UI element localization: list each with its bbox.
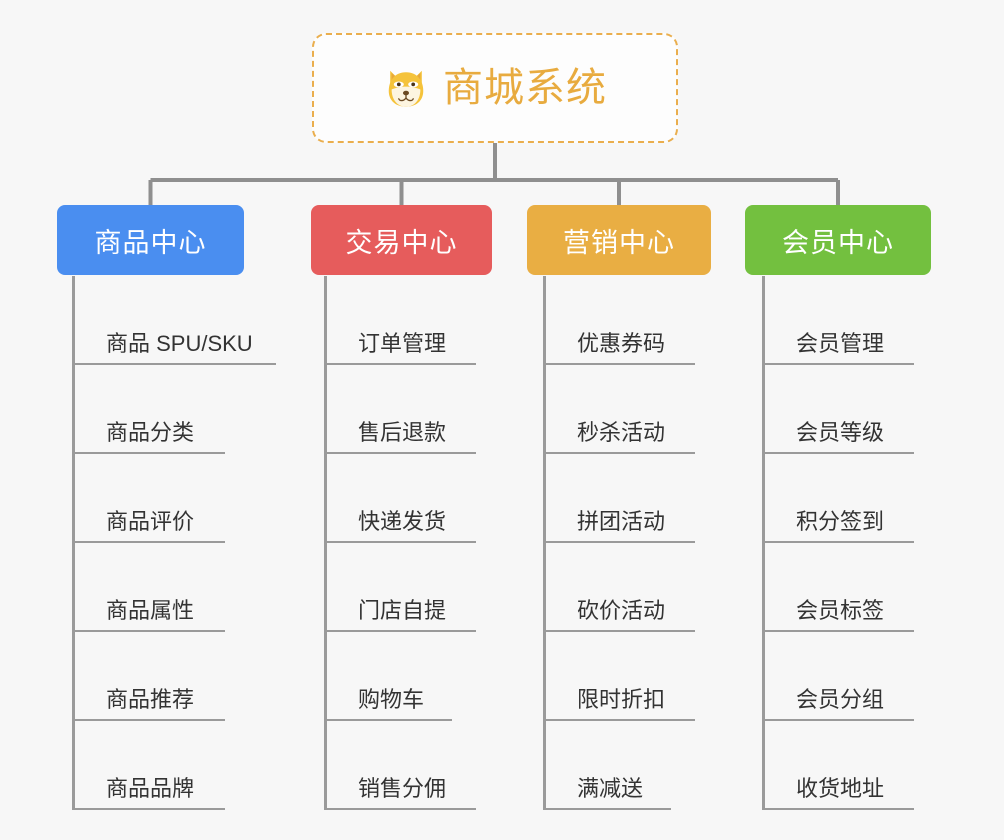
leaf-item[interactable]: 会员分组 [762,632,934,721]
leaf-spine [762,276,765,810]
leaf-item-label: 会员分组 [796,687,885,712]
leaf-item-underline [324,541,476,543]
leaf-item-label: 积分签到 [796,509,885,534]
leaf-item-label: 商品分类 [106,420,195,445]
category-label: 交易中心 [345,227,458,258]
leaf-item-label: 门店自提 [358,598,447,623]
leaf-item[interactable]: 订单管理 [324,276,496,365]
leaf-item[interactable]: 会员标签 [762,543,934,632]
category-box-2[interactable]: 交易中心 [311,205,492,275]
leaf-item-underline [762,630,914,632]
leaf-item-label: 售后退款 [358,420,447,445]
leaf-item-underline [543,541,695,543]
leaf-item-label: 快递发货 [358,509,447,534]
leaf-item-label: 会员等级 [796,420,885,445]
leaf-item-underline [72,808,225,810]
leaf-item[interactable]: 商品评价 [72,454,245,543]
category-label: 商品中心 [94,227,207,258]
leaf-item[interactable]: 砍价活动 [543,543,715,632]
category-box-1[interactable]: 商品中心 [57,205,244,275]
leaf-item[interactable]: 积分签到 [762,454,934,543]
leaf-item-label: 订单管理 [358,331,447,356]
root-node[interactable]: 商城系统 [312,33,678,143]
leaf-item-underline [762,541,914,543]
leaf-item-underline [72,452,225,454]
leaf-item-label: 购物车 [358,687,425,712]
leaf-item[interactable]: 满减送 [543,721,691,810]
leaf-item-underline [762,452,914,454]
leaf-item[interactable]: 商品推荐 [72,632,245,721]
leaf-item-underline [324,630,476,632]
leaf-spine [543,276,546,810]
leaf-item-underline [72,363,276,365]
leaf-item[interactable]: 会员等级 [762,365,934,454]
leaf-item-underline [324,363,476,365]
category-label: 会员中心 [782,227,894,258]
leaf-item-label: 拼团活动 [577,509,666,534]
leaf-item[interactable]: 商品 SPU/SKU [72,276,296,365]
leaf-item[interactable]: 优惠券码 [543,276,715,365]
leaf-item-label: 商品属性 [106,598,195,623]
leaf-item-label: 商品 SPU/SKU [106,331,253,356]
leaf-item-label: 优惠券码 [577,331,666,356]
leaf-column-1: 商品 SPU/SKU 商品分类商品评价商品属性商品推荐商品品牌 [72,276,336,810]
leaf-column-2: 订单管理售后退款快递发货门店自提购物车销售分佣 [324,276,536,810]
category-box-4[interactable]: 会员中心 [745,205,931,275]
leaf-item[interactable]: 拼团活动 [543,454,715,543]
leaf-spine [324,276,327,810]
leaf-item-underline [543,452,695,454]
leaf-item-label: 满减送 [577,776,644,801]
leaf-column-3: 优惠券码秒杀活动拼团活动砍价活动限时折扣满减送 [543,276,755,810]
leaf-item-underline [324,719,452,721]
leaf-item-label: 会员标签 [796,598,885,623]
leaf-item[interactable]: 商品分类 [72,365,245,454]
leaf-item-underline [762,808,914,810]
leaf-item-label: 秒杀活动 [577,420,666,445]
category-label: 营销中心 [563,227,675,258]
leaf-item[interactable]: 商品属性 [72,543,245,632]
leaf-item-label: 砍价活动 [577,598,666,623]
leaf-item-underline [543,363,695,365]
category-box-3[interactable]: 营销中心 [527,205,711,275]
leaf-item[interactable]: 购物车 [324,632,472,721]
leaf-item[interactable]: 售后退款 [324,365,496,454]
leaf-item[interactable]: 门店自提 [324,543,496,632]
leaf-item[interactable]: 快递发货 [324,454,496,543]
leaf-item-underline [72,541,225,543]
leaf-item-underline [543,719,695,721]
leaf-item-underline [72,630,225,632]
leaf-item-underline [543,630,695,632]
leaf-item-underline [324,452,476,454]
leaf-item[interactable]: 限时折扣 [543,632,715,721]
leaf-item[interactable]: 收货地址 [762,721,934,810]
leaf-item-label: 会员管理 [796,331,885,356]
shiba-dog-emoji-icon [388,70,424,107]
leaf-item[interactable]: 销售分佣 [324,721,496,810]
leaf-item-underline [762,719,914,721]
leaf-item-label: 商品推荐 [106,687,195,712]
leaf-item-underline [543,808,671,810]
leaf-item[interactable]: 商品品牌 [72,721,245,810]
leaf-column-4: 会员管理会员等级积分签到会员标签会员分组收货地址 [762,276,974,810]
leaf-item[interactable]: 会员管理 [762,276,934,365]
leaf-item-label: 商品品牌 [106,776,195,801]
leaf-item-label: 商品评价 [106,509,195,534]
leaf-item-underline [72,719,225,721]
leaf-spine [72,276,75,810]
leaf-item[interactable]: 秒杀活动 [543,365,715,454]
leaf-item-underline [762,363,914,365]
leaf-item-label: 限时折扣 [577,687,666,712]
leaf-item-underline [324,808,476,810]
leaf-item-label: 收货地址 [796,776,885,801]
root-title: 商城系统 [443,66,607,110]
leaf-item-label: 销售分佣 [358,776,447,801]
